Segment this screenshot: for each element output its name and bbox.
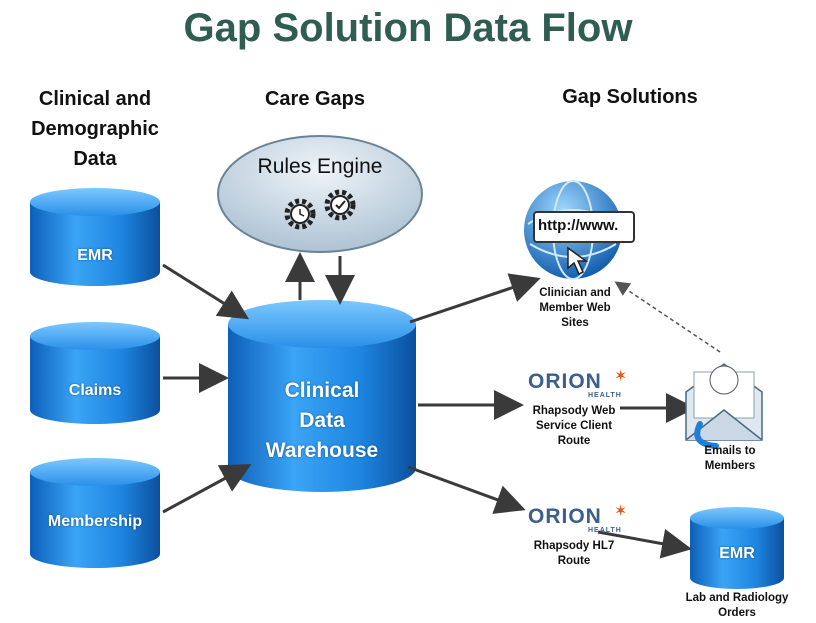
label-emails-line-2: Members: [704, 460, 756, 472]
page-title: Gap Solution Data Flow: [183, 6, 633, 50]
label-warehouse-line-1: Clinical: [284, 379, 360, 402]
label-warehouse: Clinical Data Warehouse: [228, 376, 416, 466]
label-web-sites-line-1: Clinician and: [539, 287, 611, 299]
label-web-service-line-3: Route: [557, 435, 591, 447]
orion-logo-word: ORION: [528, 370, 602, 393]
orion-health-logo-web-service: ORION HEALTH ✶: [528, 368, 628, 400]
label-warehouse-line-2: Data: [299, 409, 345, 432]
orion-health-logo-hl7: ORION HEALTH ✶: [528, 503, 628, 535]
label-web-sites: Clinician and Member Web Sites: [520, 286, 630, 331]
label-emr-target: EMR: [719, 545, 755, 562]
email-icon: [685, 363, 763, 449]
cylinder-emr: [30, 188, 160, 286]
label-emails: Emails to Members: [680, 444, 780, 474]
label-web-service: Rhapsody Web Service Client Route: [516, 404, 632, 449]
orion-logo-sub: HEALTH: [588, 392, 622, 399]
heading-clinical-line-3: Data: [73, 148, 117, 170]
gear-icon: [284, 198, 316, 230]
web-url-badge: http://www.: [538, 217, 619, 234]
heading-clinical-data: Clinical and Demographic Data: [10, 84, 180, 174]
cylinder-warehouse: [228, 300, 416, 492]
heading-care-gaps: Care Gaps: [264, 88, 366, 110]
label-hl7-line-2: Route: [557, 555, 591, 567]
label-hl7: Rhapsody HL7 Route: [516, 539, 632, 569]
label-rules-engine: Rules Engine: [257, 155, 383, 178]
web-globe-icon: [524, 180, 635, 280]
rules-engine-ellipse: [217, 135, 423, 253]
label-source-claims: Claims: [68, 382, 122, 399]
label-source-emr: EMR: [77, 247, 113, 264]
label-web-sites-line-2: Member Web: [539, 302, 611, 314]
label-warehouse-line-3: Warehouse: [265, 439, 379, 462]
cylinder-claims: [30, 322, 160, 424]
orion-star-icon: ✶: [614, 503, 628, 520]
label-source-membership: Membership: [47, 513, 143, 530]
cylinder-emr-target: [690, 507, 784, 589]
orion-star-icon: ✶: [614, 368, 628, 385]
heading-gap-solutions: Gap Solutions: [562, 86, 698, 108]
arrow-emr-to-warehouse: [162, 263, 250, 320]
flow-arrows: [162, 252, 696, 559]
cylinder-membership: [30, 458, 160, 568]
label-emr-orders-line-2: Orders: [718, 607, 756, 619]
label-web-sites-line-3: Sites: [561, 317, 589, 329]
heading-clinical-line-2: Demographic: [31, 118, 159, 140]
label-hl7-line-1: Rhapsody HL7: [533, 540, 615, 552]
label-emr-orders: Lab and Radiology Orders: [670, 591, 804, 621]
gear-check-icon: [324, 189, 356, 221]
arrow-warehouse-to-web: [409, 273, 541, 324]
label-web-service-line-1: Rhapsody Web: [532, 405, 616, 417]
heading-clinical-line-1: Clinical and: [38, 88, 152, 110]
arrow-membership-to-warehouse: [162, 464, 252, 514]
label-emr-orders-line-1: Lab and Radiology: [685, 592, 789, 604]
arrow-emails-to-web-dashed: [614, 281, 721, 353]
label-web-service-line-2: Service Client: [535, 420, 613, 432]
label-emails-line-1: Emails to: [704, 445, 756, 457]
orion-logo-word: ORION: [528, 505, 602, 528]
orion-logo-sub: HEALTH: [588, 527, 622, 534]
arrow-hl7-to-emr: [597, 528, 692, 559]
arrow-warehouse-to-hl7: [407, 465, 526, 514]
